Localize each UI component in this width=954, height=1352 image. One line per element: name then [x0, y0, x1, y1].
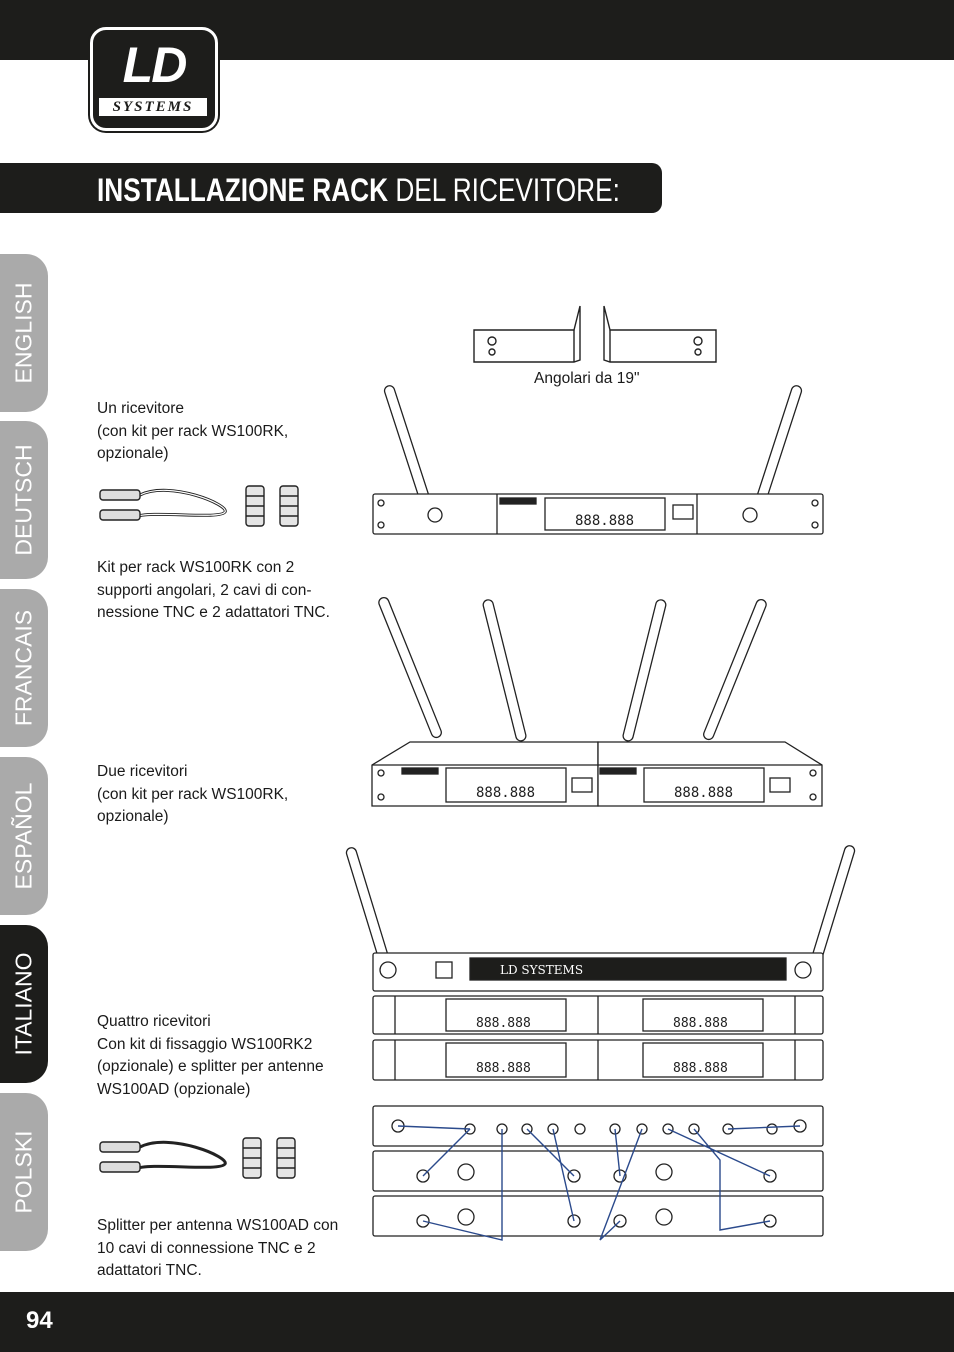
text-line: Quattro ricevitori [97, 1013, 211, 1030]
text-line: (con kit per rack WS100RK, [97, 422, 289, 440]
one-receiver-text: Un ricevitore (con kit per rack WS100RK,… [97, 398, 288, 466]
text-line: opzionale) [97, 808, 169, 825]
text-line: Splitter per antenna WS100AD con [97, 1217, 339, 1234]
ld-systems-logo: LD SYSTEMS [90, 27, 218, 131]
four-receivers-rack-illustration: LD SYSTEMS 888.888 888.888 888.888 888.8… [345, 845, 856, 1241]
text-line: Kit per rack WS100RK con 2 [97, 559, 295, 576]
svg-text:LD SYSTEMS: LD SYSTEMS [500, 963, 583, 977]
svg-text:888.888: 888.888 [673, 1016, 728, 1031]
text-line: 10 cavi di connessione TNC e 2 [97, 1239, 316, 1257]
splitter-cable-kit-illustration [99, 1137, 296, 1179]
title-light: DEL RICEVITORE: [395, 172, 620, 208]
two-receivers-text: Due ricevitori (con kit per rack WS100RK… [97, 761, 288, 829]
rack-brackets-illustration [473, 305, 717, 363]
logo-main-text: LD [122, 37, 188, 93]
title-bar [0, 163, 662, 213]
tab-polski[interactable]: POLSKI [0, 1093, 48, 1251]
brackets-caption: Angolari da 19" [534, 370, 640, 387]
tab-francais[interactable]: FRANCAIS [0, 589, 48, 747]
svg-text:888.888: 888.888 [476, 1016, 531, 1031]
bottom-bar [0, 1292, 954, 1352]
text-line: (con kit per rack WS100RK, [97, 785, 289, 803]
two-receivers-rack-illustration: 888.888 888.888 [371, 596, 823, 807]
tab-english[interactable]: ENGLISH [0, 254, 48, 412]
svg-text:888.888: 888.888 [673, 1061, 728, 1076]
text-line: (opzionale) e splitter per antenne [97, 1058, 324, 1075]
four-receivers-text: Quattro ricevitori Con kit di fissaggio … [97, 1011, 324, 1101]
text-line: supporti angolari, 2 cavi di con- [97, 581, 312, 599]
svg-text:888.888: 888.888 [674, 785, 733, 801]
tnc-cable-kit-illustration [99, 485, 299, 527]
text-line: WS100AD (opzionale) [97, 1080, 251, 1098]
text-line: Un ricevitore [97, 400, 184, 417]
logo-sub-text: SYSTEMS [99, 98, 207, 116]
single-receiver-rack-illustration: 888.888 [372, 385, 824, 535]
text-line: nessione TNC e 2 adattatori TNC. [97, 604, 330, 621]
title-bold: INSTALLAZIONE RACK [97, 172, 389, 208]
svg-text:888.888: 888.888 [575, 513, 634, 529]
svg-text:888.888: 888.888 [476, 1061, 531, 1076]
text-line: adattatori TNC. [97, 1262, 202, 1279]
splitter-description-text: Splitter per antenna WS100AD con 10 cavi… [97, 1215, 338, 1283]
tab-italiano[interactable]: ITALIANO [0, 925, 48, 1083]
tab-deutsch[interactable]: DEUTSCH [0, 421, 48, 579]
tab-espanol[interactable]: ESPAÑOL [0, 757, 48, 915]
kit-description-text: Kit per rack WS100RK con 2 supporti ango… [97, 557, 330, 625]
page-title: INSTALLAZIONE RACK DEL RICEVITORE: [97, 170, 620, 210]
page-number: 94 [26, 1307, 53, 1334]
text-line: Due ricevitori [97, 763, 188, 780]
text-line: Con kit di fissaggio WS100RK2 [97, 1035, 313, 1053]
svg-text:888.888: 888.888 [476, 785, 535, 801]
text-line: opzionale) [97, 445, 169, 462]
